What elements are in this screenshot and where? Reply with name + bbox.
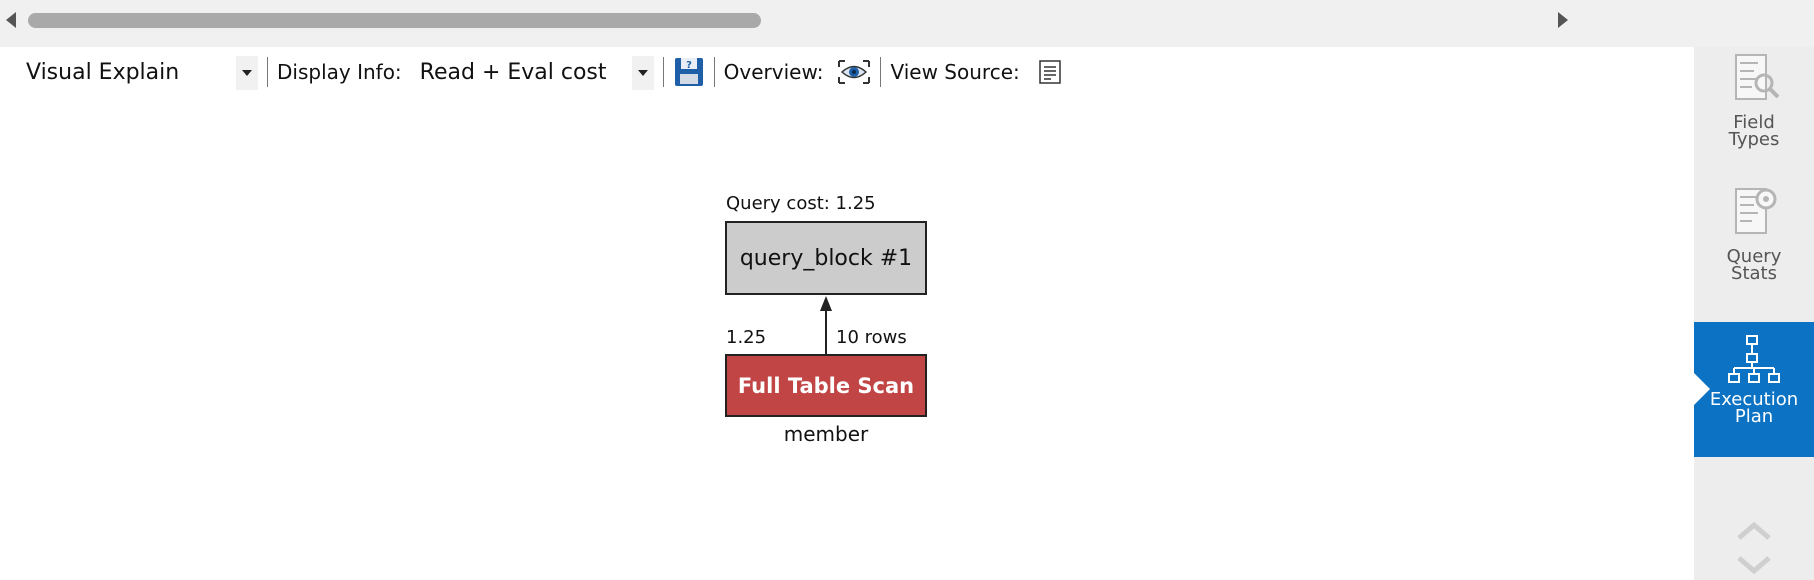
side-tab-query-stats[interactable]: Query Stats xyxy=(1694,167,1814,287)
explain-toolbar: Visual Explain Display Info: Read + Eval… xyxy=(0,52,1694,92)
edge-cost-label: 1.25 xyxy=(726,327,767,348)
execution-plan-diagram: Query cost: 1.25 query_block #1 1.25 10 … xyxy=(0,92,1694,580)
active-tab-notch xyxy=(1694,373,1710,405)
chevron-up-icon[interactable] xyxy=(1735,521,1773,541)
query-block-node[interactable]: query_block #1 xyxy=(725,221,927,295)
edge-rows-label: 10 rows xyxy=(836,327,907,348)
toolbar-separator xyxy=(880,57,882,87)
view-mode-value: Visual Explain xyxy=(26,59,180,85)
chevron-down-icon[interactable] xyxy=(1735,555,1773,575)
chevron-down-icon[interactable] xyxy=(631,56,654,90)
toolbar-separator xyxy=(662,57,664,87)
plan-edge xyxy=(820,296,832,354)
eye-icon[interactable] xyxy=(837,58,871,86)
view-source-icon[interactable] xyxy=(1038,59,1062,85)
view-source-label: View Source: xyxy=(890,60,1020,84)
save-icon[interactable]: ? xyxy=(673,56,705,88)
chevron-down-icon[interactable] xyxy=(236,56,258,90)
full-table-scan-node[interactable]: Full Table Scan xyxy=(725,354,927,417)
side-tab-label: Execution xyxy=(1709,389,1799,410)
horizontal-scrollbar[interactable] xyxy=(0,0,1814,47)
side-tab-label: Plan xyxy=(1734,406,1774,427)
side-tab-label: Stats xyxy=(1731,263,1777,284)
svg-text:?: ? xyxy=(686,60,692,71)
display-info-label: Display Info: xyxy=(277,60,402,84)
display-info-value: Read + Eval cost xyxy=(419,59,607,85)
display-info-select[interactable]: Read + Eval cost xyxy=(402,54,654,90)
table-name-label: member xyxy=(783,422,869,446)
side-tab-label: Query xyxy=(1726,246,1782,267)
side-tab-execution-plan[interactable]: Execution Plan xyxy=(1694,322,1814,457)
side-tab-label: Field xyxy=(1733,112,1775,133)
query-stats-icon xyxy=(1735,188,1777,234)
result-side-panel: Field Types Query Stats xyxy=(1694,47,1814,580)
scrollbar-thumb[interactable] xyxy=(28,13,761,28)
view-mode-select[interactable]: Visual Explain xyxy=(0,54,258,90)
query-block-label: query_block #1 xyxy=(739,245,913,271)
execution-plan-icon xyxy=(1728,335,1780,383)
overview-label: Overview: xyxy=(723,60,824,84)
query-cost-label: Query cost: 1.25 xyxy=(726,193,876,214)
scan-label: Full Table Scan xyxy=(737,373,915,398)
side-tab-field-types[interactable]: Field Types xyxy=(1694,47,1814,167)
field-types-icon xyxy=(1735,54,1780,100)
toolbar-separator xyxy=(713,57,715,87)
toolbar-separator xyxy=(267,57,268,87)
side-tab-label: Types xyxy=(1728,129,1780,150)
scroll-right-arrow-icon[interactable] xyxy=(1558,12,1568,28)
scroll-left-arrow-icon[interactable] xyxy=(6,12,16,28)
